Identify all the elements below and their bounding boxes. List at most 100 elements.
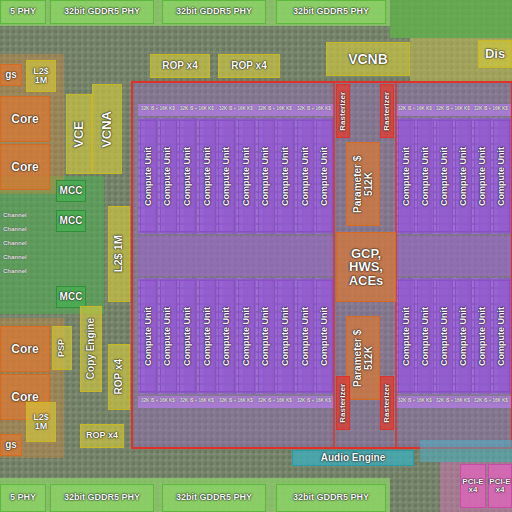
compute-unit-block: Compute Unit bbox=[297, 280, 314, 392]
block-label: VCE bbox=[72, 121, 86, 148]
unit-block: Parameter $ 512K bbox=[346, 142, 380, 226]
gpu-middle bbox=[396, 236, 512, 276]
compute-unit-block: Compute Unit bbox=[398, 280, 415, 392]
block-label: Core bbox=[11, 343, 38, 356]
block-label: Compute Unit bbox=[478, 307, 487, 366]
compute-unit-block: Compute Unit bbox=[179, 280, 196, 392]
part-label: Channel bbox=[3, 226, 27, 232]
part-label: 32K I$ + 16K K$ bbox=[297, 398, 331, 403]
block-label: PCI-E x4 bbox=[461, 478, 485, 495]
block-label: Rasterizer bbox=[339, 92, 347, 131]
block-label: Compute Unit bbox=[203, 307, 212, 366]
rasterizer-block: Rasterizer bbox=[380, 84, 394, 138]
compute-unit-block: Compute Unit bbox=[140, 120, 157, 232]
io-block: PCI-E x4 bbox=[460, 464, 486, 508]
block-label: PCI-E x4 bbox=[489, 478, 511, 495]
block-label: ROP x4 bbox=[231, 61, 266, 72]
cache-strip bbox=[138, 104, 334, 116]
block-label: Compute Unit bbox=[478, 147, 487, 206]
compute-unit-block: Compute Unit bbox=[455, 280, 472, 392]
block-label: Compute Unit bbox=[320, 307, 329, 366]
part-label: 32K I$ + 16K K$ bbox=[436, 106, 470, 111]
part-label: 32K I$ + 16K K$ bbox=[474, 398, 508, 403]
unit-block: Copy Engine bbox=[80, 306, 102, 392]
unit-block: Core bbox=[0, 326, 50, 372]
compute-unit-block: Compute Unit bbox=[398, 120, 415, 232]
block-label: Compute Unit bbox=[402, 147, 411, 206]
unit-block: Dis bbox=[478, 40, 512, 68]
rasterizer-block: Rasterizer bbox=[336, 376, 350, 430]
block-label: Compute Unit bbox=[163, 307, 172, 366]
part-label: 32K I$ + 16K K$ bbox=[297, 106, 331, 111]
compute-unit-block: Compute Unit bbox=[199, 120, 216, 232]
block-label: Compute Unit bbox=[497, 147, 506, 206]
phy-block: 5 PHY bbox=[0, 484, 46, 512]
block-label: 32bit GDDR5 PHY bbox=[176, 493, 252, 502]
unit-block: Core bbox=[0, 96, 50, 142]
part-label: 32K I$ + 16K K$ bbox=[258, 106, 292, 111]
block-label: 5 PHY bbox=[10, 493, 36, 502]
io-area bbox=[390, 0, 512, 38]
unit-block: VCE bbox=[66, 94, 92, 174]
unit-block: ROP x4 bbox=[108, 344, 130, 410]
block-label: Compute Unit bbox=[281, 307, 290, 366]
compute-unit-block: Compute Unit bbox=[258, 120, 275, 232]
compute-unit-block: Compute Unit bbox=[474, 120, 491, 232]
block-label: Compute Unit bbox=[242, 307, 251, 366]
unit-block: L2$ 1M bbox=[26, 60, 56, 92]
cu-array bbox=[138, 278, 334, 394]
cu-array bbox=[396, 278, 512, 394]
phy-block: 32bit GDDR5 PHY bbox=[276, 0, 386, 24]
block-label: 32bit GDDR5 PHY bbox=[64, 493, 140, 502]
unit-block: Parameter $ 512K bbox=[346, 316, 380, 400]
unit-block: VCNB bbox=[326, 42, 410, 76]
memory-controller-area bbox=[0, 176, 104, 314]
part-label: 32K I$ + 16K K$ bbox=[180, 106, 214, 111]
part-label: Channel bbox=[3, 212, 27, 218]
compute-unit-block: Compute Unit bbox=[140, 280, 157, 392]
compute-unit-block: Compute Unit bbox=[218, 280, 235, 392]
compute-unit-block: Compute Unit bbox=[316, 280, 333, 392]
unit-block: GCP, HWS, ACEs bbox=[336, 232, 396, 302]
block-label: Copy Engine bbox=[86, 318, 97, 379]
block-label: Compute Unit bbox=[301, 307, 310, 366]
compute-unit-block: Compute Unit bbox=[455, 120, 472, 232]
block-label: 32bit GDDR5 PHY bbox=[176, 7, 252, 16]
unit-block: ROP x4 bbox=[150, 54, 210, 78]
compute-unit-block: Compute Unit bbox=[417, 280, 434, 392]
block-label: Parameter $ 512K bbox=[353, 317, 374, 399]
compute-unit-block: Compute Unit bbox=[238, 280, 255, 392]
phy-band bbox=[0, 0, 390, 26]
phy-block: 32bit GDDR5 PHY bbox=[162, 0, 266, 24]
block-label: Rasterizer bbox=[383, 384, 391, 423]
block-label: Compute Unit bbox=[144, 147, 153, 206]
gpu-outline bbox=[132, 82, 512, 448]
compute-unit-block: Compute Unit bbox=[277, 120, 294, 232]
block-label: 32bit GDDR5 PHY bbox=[293, 493, 369, 502]
compute-unit-block: Compute Unit bbox=[436, 280, 453, 392]
block-label: Compute Unit bbox=[203, 147, 212, 206]
part-label: 32K I$ + 16K K$ bbox=[141, 398, 175, 403]
block-label: Compute Unit bbox=[459, 147, 468, 206]
io-area bbox=[410, 38, 512, 82]
unit-block: L2$ 1M bbox=[108, 206, 130, 302]
cache-strip bbox=[396, 104, 512, 116]
compute-unit-block: Compute Unit bbox=[199, 280, 216, 392]
part-label: 32K I$ + 16K K$ bbox=[180, 398, 214, 403]
part-label: Channel bbox=[3, 254, 27, 260]
compute-unit-block: Compute Unit bbox=[238, 120, 255, 232]
phy-band bbox=[0, 478, 390, 512]
block-label: Audio Engine bbox=[321, 453, 385, 464]
block-label: Compute Unit bbox=[440, 147, 449, 206]
block-label: Compute Unit bbox=[320, 147, 329, 206]
block-label: Dis bbox=[485, 47, 505, 61]
cu-array bbox=[138, 118, 334, 234]
phy-block: 5 PHY bbox=[0, 0, 46, 24]
block-label: Compute Unit bbox=[163, 147, 172, 206]
unit-block: gs bbox=[0, 64, 22, 86]
cpu-area bbox=[0, 54, 64, 194]
block-label: L2$ 1M bbox=[27, 413, 55, 432]
block-label: Compute Unit bbox=[421, 147, 430, 206]
block-label: MCC bbox=[60, 216, 83, 227]
